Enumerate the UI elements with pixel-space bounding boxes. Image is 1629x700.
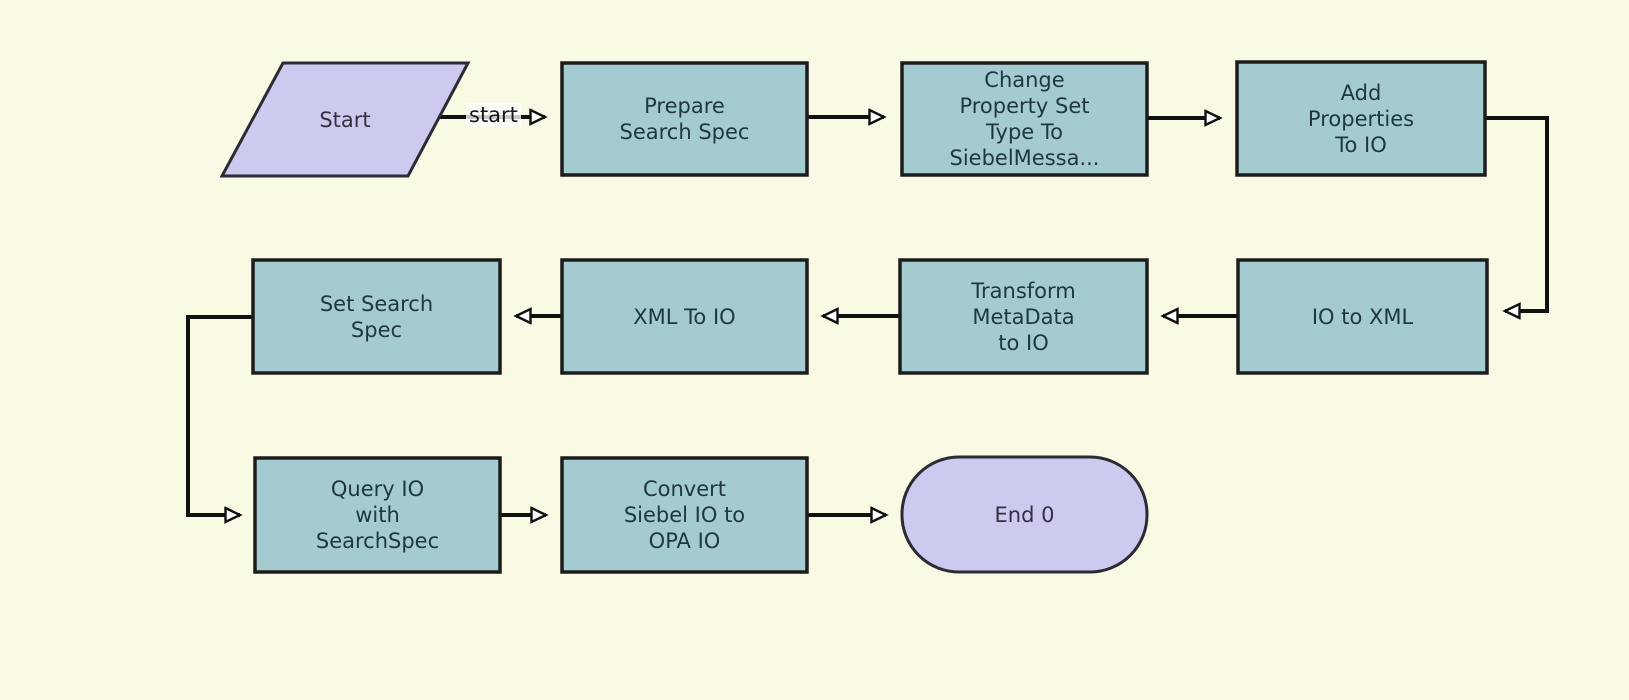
node-transform-metadata-to-io-shape[interactable] xyxy=(898,258,1149,375)
node-io-to-xml-shape[interactable] xyxy=(1236,258,1489,375)
node-set-search-spec-shape[interactable] xyxy=(251,258,502,375)
node-add-properties-to-io-shape[interactable] xyxy=(1235,60,1487,177)
node-convert-siebel-io-to-opa-io-shape[interactable] xyxy=(560,456,809,574)
node-prepare-search-spec-shape[interactable] xyxy=(560,61,809,177)
node-query-io-with-searchspec-shape[interactable] xyxy=(253,456,502,574)
node-start-shape[interactable] xyxy=(219,61,471,178)
node-change-property-set-type-shape[interactable] xyxy=(900,61,1149,177)
connector-add-properties-to-io-to-xml[interactable] xyxy=(1485,116,1549,311)
node-end-0-shape[interactable] xyxy=(900,455,1149,574)
node-xml-to-io-shape[interactable] xyxy=(560,258,809,375)
connector-set-search-to-query[interactable] xyxy=(186,315,253,515)
